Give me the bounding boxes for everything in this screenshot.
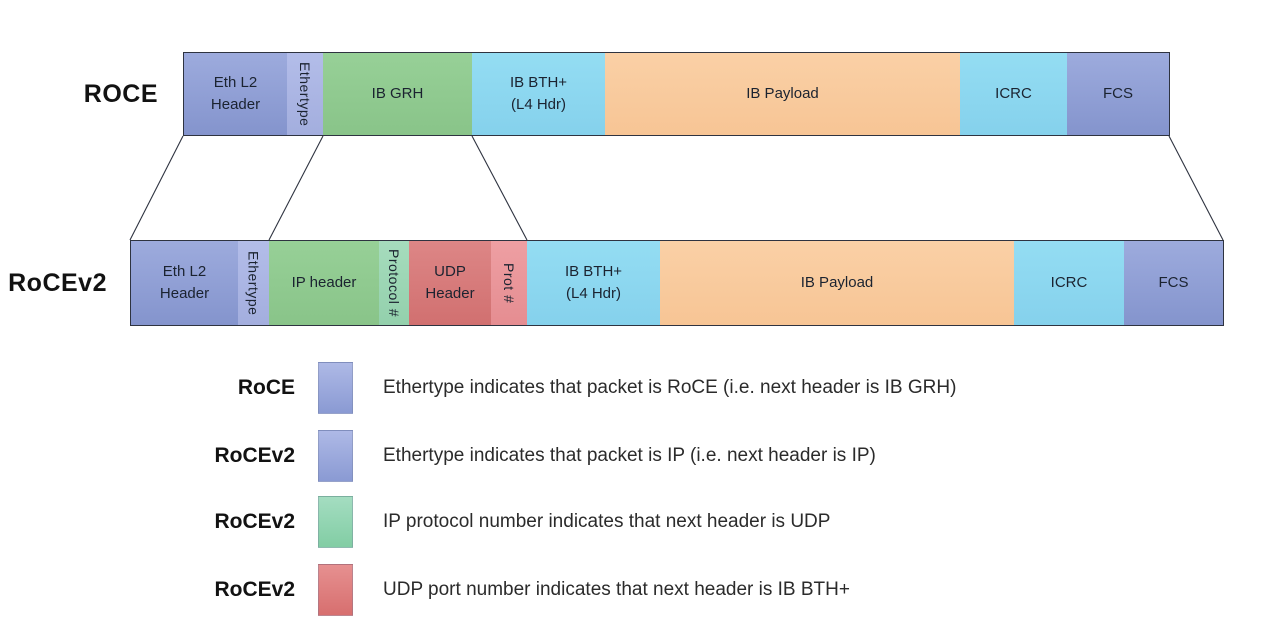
legend-row-roce-ethertype: RoCE Ethertype indicates that packet is … [0,362,1280,414]
segment-eth-l2-header: Eth L2 Header [131,241,238,325]
legend-description: Ethertype indicates that packet is RoCE … [383,377,957,398]
connector-line-grh-expand [471,135,528,241]
segment-ethertype: Ethertype [287,53,323,135]
segment-prot-number: Prot # [491,241,527,325]
segment-fcs: FCS [1124,241,1223,325]
connector-line-ethertype [268,135,324,241]
legend-description: IP protocol number indicates that next h… [383,511,831,532]
legend-label: RoCEv2 [214,510,295,533]
legend-swatch-green [318,496,353,548]
segment-ib-payload: IB Payload [605,53,960,135]
segment-ib-bth: IB BTH+ (L4 Hdr) [472,53,605,135]
row-label-rocev2: RoCEv2 [8,268,107,297]
packet-row-rocev2: Eth L2 Header Ethertype IP header Protoc… [130,240,1224,326]
legend-label: RoCE [237,376,295,399]
legend-label: RoCEv2 [214,578,295,601]
legend-row-rocev2-ethertype: RoCEv2 Ethertype indicates that packet i… [0,430,1280,482]
row-label-roce: ROCE [83,79,158,108]
segment-udp-header: UDP Header [409,241,491,325]
legend-swatch-blue [318,362,353,414]
segment-icrc: ICRC [1014,241,1124,325]
legend-swatch-blue [318,430,353,482]
connector-line-left [129,135,184,241]
segment-fcs: FCS [1067,53,1169,135]
segment-ethertype: Ethertype [238,241,269,325]
segment-ib-bth: IB BTH+ (L4 Hdr) [527,241,660,325]
segment-icrc: ICRC [960,53,1067,135]
legend-swatch-red [318,564,353,616]
segment-ip-header: IP header [269,241,379,325]
legend-row-rocev2-udp-port: RoCEv2 UDP port number indicates that ne… [0,564,1280,616]
connector-line-right [1168,135,1224,241]
segment-protocol-number: Protocol # [379,241,409,325]
legend-label: RoCEv2 [214,444,295,467]
segment-eth-l2-header: Eth L2 Header [184,53,287,135]
legend-description: UDP port number indicates that next head… [383,579,850,600]
segment-ib-payload: IB Payload [660,241,1014,325]
packet-row-roce: Eth L2 Header Ethertype IB GRH IB BTH+ (… [183,52,1170,136]
legend-row-rocev2-protocol: RoCEv2 IP protocol number indicates that… [0,496,1280,548]
legend-description: Ethertype indicates that packet is IP (i… [383,445,876,466]
segment-ib-grh: IB GRH [323,53,472,135]
